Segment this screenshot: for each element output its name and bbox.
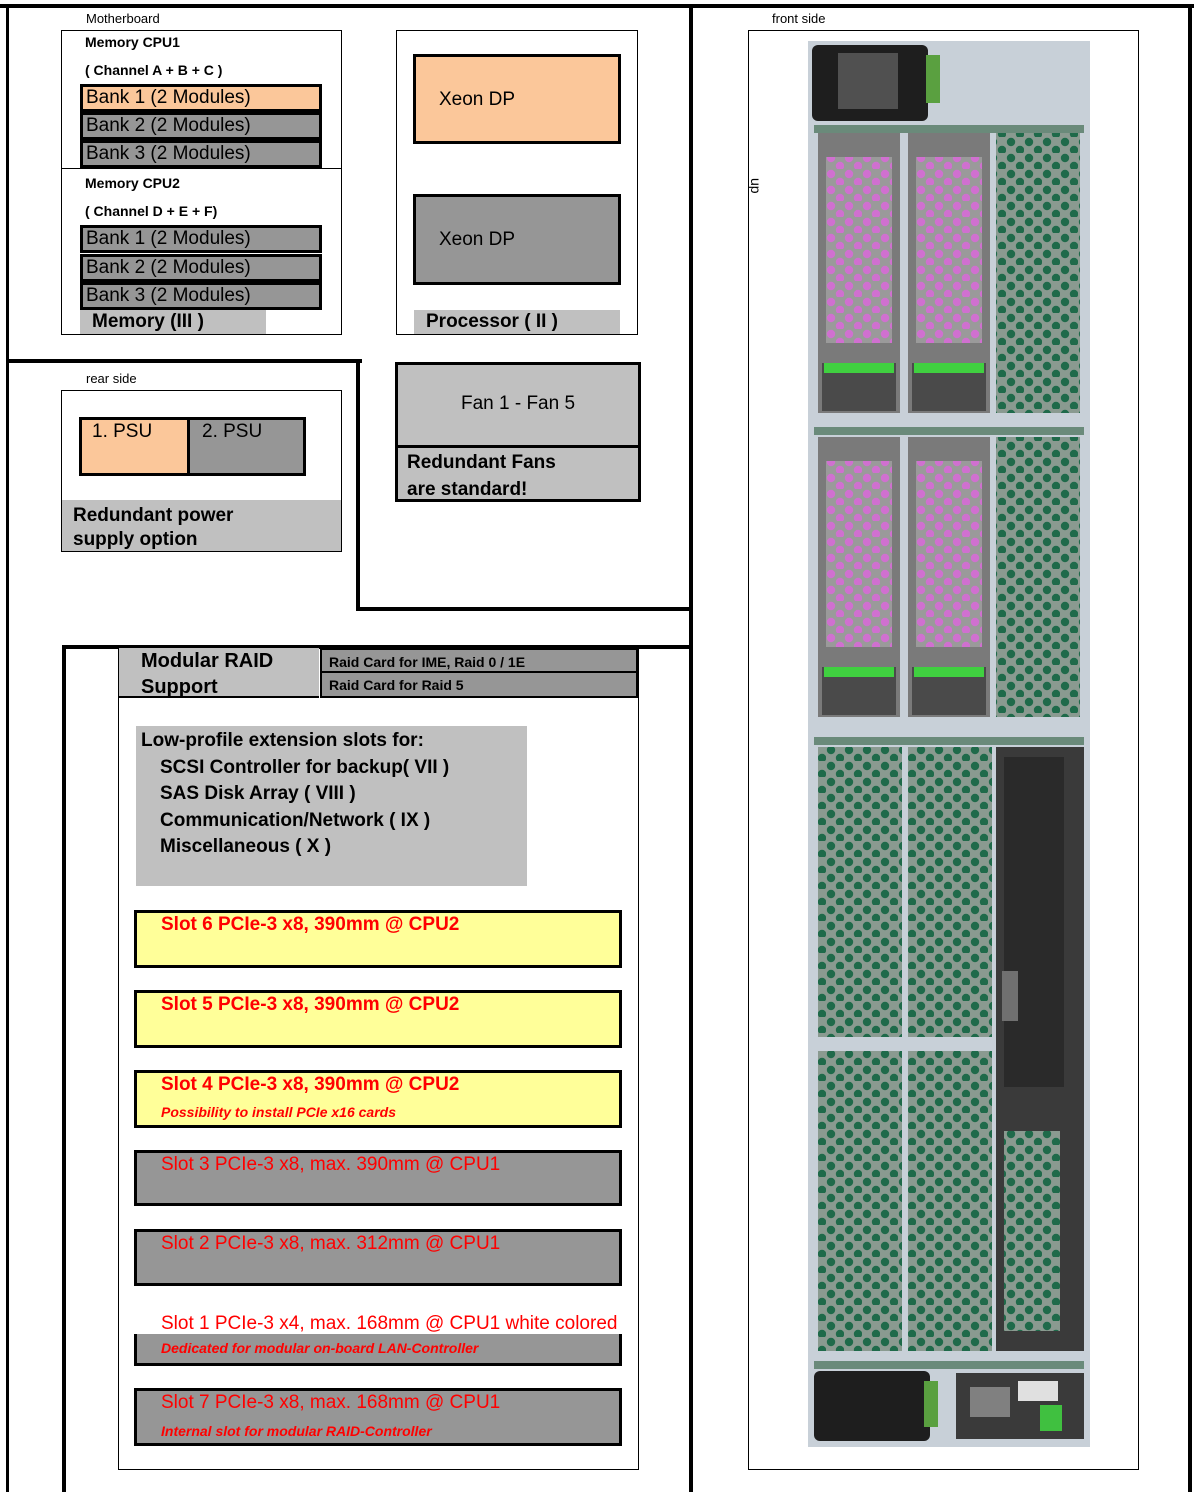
slot-1-note: Dedicated for modular on-board LAN-Contr… (161, 1340, 479, 1356)
slot-5-title: Slot 5 PCIe-3 x8, 390mm @ CPU2 (161, 994, 460, 1015)
low-profile-title: Low-profile extension slots for: (141, 730, 424, 751)
frame-right-line (1188, 4, 1192, 1492)
processor-caption: Processor ( II ) (414, 310, 620, 334)
server-front-image (808, 41, 1090, 1447)
front-side-label: front side (772, 11, 826, 26)
slot-4: Slot 4 PCIe-3 x8, 390mm @ CPU2 Possibili… (134, 1070, 622, 1128)
psu-panel (61, 390, 342, 552)
memory-cpu2-title: Memory CPU2 (85, 175, 180, 191)
frame-middle-line (689, 4, 693, 1492)
slot-5: Slot 5 PCIe-3 x8, 390mm @ CPU2 (134, 990, 622, 1048)
low-profile-item-3: Communication/Network ( IX ) (160, 809, 431, 831)
memory-panel (61, 30, 342, 335)
cpu1-bank-2: Bank 2 (2 Modules) (80, 112, 322, 140)
psu-caption: Redundant power supply option (62, 500, 341, 551)
motherboard-label: Motherboard (86, 11, 160, 26)
divider-slots-top (62, 645, 693, 649)
frame-top-line (0, 4, 1194, 8)
cpu1-bank-3: Bank 3 (2 Modules) (80, 140, 322, 168)
up-label: up (748, 178, 764, 194)
front-panel (748, 30, 1139, 1470)
slot-7-note: Internal slot for modular RAID-Controlle… (161, 1423, 432, 1439)
drive-cage-bottom (818, 747, 1084, 1351)
raid-card-1: Raid Card for IME, Raid 0 / 1E (320, 648, 638, 673)
slot-2: Slot 2 PCIe-3 x8, max. 312mm @ CPU1 (134, 1229, 622, 1286)
cpu1-label: Xeon DP (439, 89, 516, 110)
slot-1: Slot 1 PCIe-3 x4, max. 168mm @ CPU1 whit… (134, 1310, 622, 1366)
low-profile-item-4: Miscellaneous ( X ) (160, 836, 332, 857)
fan-box: Fan 1 - Fan 5 Redundant Fans are standar… (395, 362, 641, 502)
divider-rear-vertical (356, 359, 360, 611)
drive-cage-middle (818, 437, 1080, 717)
fan-caption: Redundant Fans are standard! (407, 449, 556, 503)
psu-1-label: 1. PSU (92, 421, 153, 442)
slot-6: Slot 6 PCIe-3 x8, 390mm @ CPU2 (134, 910, 622, 968)
low-profile-item-1: SCSI Controller for backup( VII ) (160, 756, 450, 778)
memory-cpu1-channels: ( Channel A + B + C ) (85, 62, 223, 78)
raid-card-2: Raid Card for Raid 5 (320, 673, 638, 698)
slot-1-title: Slot 1 PCIe-3 x4, max. 168mm @ CPU1 whit… (161, 1313, 618, 1334)
memory-caption: Memory (III ) (80, 310, 266, 334)
slot-1-white-strip (134, 1310, 622, 1334)
low-profile-item-2: SAS Disk Array ( VIII ) (160, 783, 356, 804)
fan-caption-line1: Redundant Fans (407, 452, 556, 473)
divider-motherboard (6, 359, 362, 363)
fan-caption-line2: are standard! (407, 479, 528, 500)
cpu1-bank-1: Bank 1 (2 Modules) (80, 84, 322, 112)
fan-label: Fan 1 - Fan 5 (460, 393, 576, 414)
psu-2-label: 2. PSU (202, 421, 263, 442)
memory-cpu2-channels: ( Channel D + E + F) (85, 203, 218, 219)
divider-slots-left (62, 645, 66, 1492)
divider-rear-bottom (356, 607, 693, 611)
rear-side-label: rear side (86, 371, 137, 386)
slot-4-note: Possibility to install PCIe x16 cards (161, 1104, 396, 1120)
raid-title-line1: Modular RAID (141, 650, 274, 672)
slot-7-title: Slot 7 PCIe-3 x8, max. 168mm @ CPU1 (161, 1392, 501, 1413)
cpu1-box: Xeon DP (413, 54, 621, 144)
low-profile-box: Low-profile extension slots for: SCSI Co… (136, 726, 527, 886)
psu-1: 1. PSU (82, 420, 190, 473)
slot-3: Slot 3 PCIe-3 x8, max. 390mm @ CPU1 (134, 1150, 622, 1206)
psu-caption-line1: Redundant power (73, 505, 234, 526)
psu-caption-line2: supply option (73, 529, 198, 550)
raid-title: Modular RAID Support (119, 648, 319, 698)
slot-6-title: Slot 6 PCIe-3 x8, 390mm @ CPU2 (161, 914, 460, 935)
slot-3-title: Slot 3 PCIe-3 x8, max. 390mm @ CPU1 (161, 1154, 501, 1175)
raid-title-line2: Support (141, 676, 218, 698)
cpu2-label: Xeon DP (439, 229, 516, 250)
cpu2-bank-2: Bank 2 (2 Modules) (80, 254, 322, 282)
memory-cpu1-title: Memory CPU1 (85, 34, 180, 50)
cpu2-bank-1: Bank 1 (2 Modules) (80, 225, 322, 253)
slot-4-title: Slot 4 PCIe-3 x8, 390mm @ CPU2 (161, 1074, 460, 1095)
drive-cage-top (818, 133, 1080, 413)
slot-2-title: Slot 2 PCIe-3 x8, max. 312mm @ CPU1 (161, 1233, 501, 1254)
memory-cpu-separator (61, 168, 342, 169)
fan-divider (398, 445, 638, 448)
cpu2-bank-3: Bank 3 (2 Modules) (80, 282, 322, 310)
frame-left-line (6, 4, 9, 1492)
slot-7: Slot 7 PCIe-3 x8, max. 168mm @ CPU1 Inte… (134, 1388, 622, 1446)
psu-2: 2. PSU (193, 420, 303, 473)
processor-panel (396, 30, 638, 335)
cpu2-box: Xeon DP (413, 194, 621, 285)
